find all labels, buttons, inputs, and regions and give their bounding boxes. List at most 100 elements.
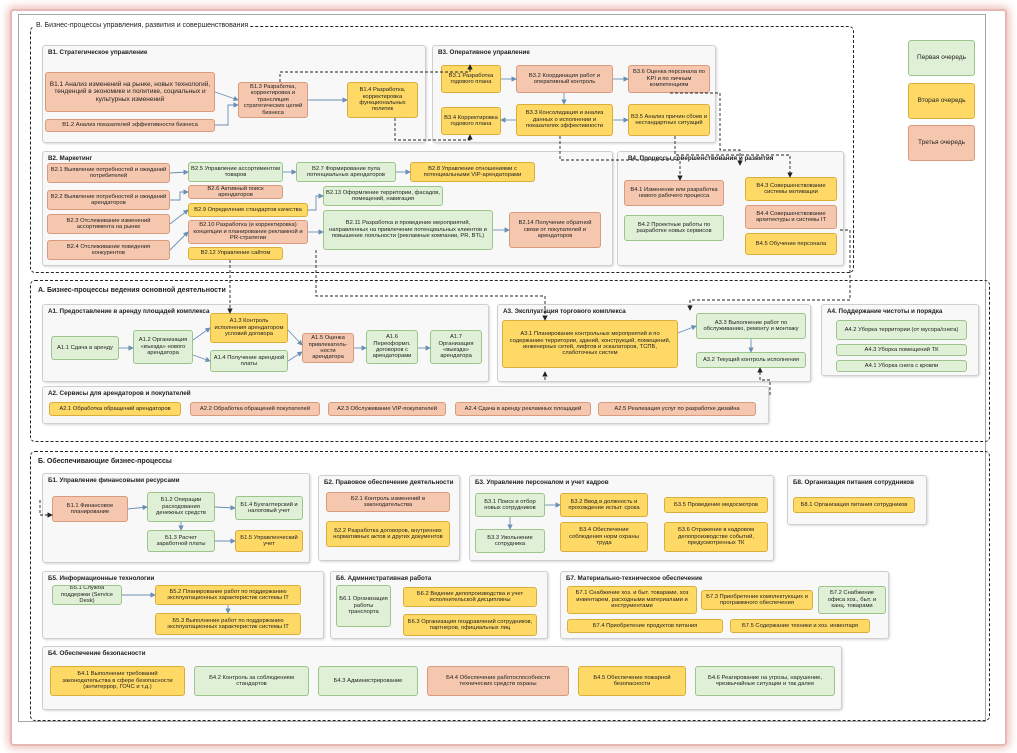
box-a2-5: А2.5 Реализация услуг по разработке диза… (598, 402, 756, 416)
box-b7-1: Б7.1 Снабжение хоз. и быт. товарами, хоз… (567, 586, 697, 614)
section-b (30, 451, 990, 721)
box-b1-1: Б1.1 Финансовое планирование (52, 496, 128, 522)
box-a1-3: А1.3 Контроль исполнения арендатором усл… (210, 313, 288, 343)
box-v2-4: В2.4 Отслеживание поведения конкурентов (47, 240, 170, 260)
box-v3-3: В3.3 Консолидация и анализ данных о испо… (516, 104, 613, 136)
box-v2-13: В2.13 Оформление территории, фасадов, по… (323, 186, 443, 206)
box-v2-7: В2.7 Формирование пула потенциальных аре… (296, 162, 396, 182)
box-v1-4: В1.4 Разработка, корректировка функциона… (347, 82, 418, 118)
box-b4-2: Б4.2 Контроль за соблюдением стандартов (194, 666, 309, 696)
box-b1-4: Б1.4 Бухгалтерский и налоговый учет (235, 496, 303, 520)
box-v3-4: В3.4 Корректировка годового плана (441, 107, 501, 135)
group-v2-title: В2. Маркетинг (48, 155, 93, 162)
box-a2-4: А2.4 Сдача в аренду рекламных площадей (455, 402, 591, 416)
box-v2-3: В2.3 Отслеживание изменений ассортимента… (47, 214, 170, 234)
box-b2-1: Б2.1 Контроль изменений в законодательст… (326, 492, 450, 512)
box-v2-14: В2.14 Получение обратной связи от покупа… (509, 212, 601, 248)
box-v2-10: В2.10 Разработка (и корректировка) конце… (188, 220, 308, 244)
box-b7-4: Б7.4 Приобретение продуктов питания (567, 619, 723, 633)
box-v1-3: В1.3 Разработка, корректировка и трансля… (238, 82, 308, 118)
group-b6-title: Б6. Административная работа (336, 575, 432, 582)
group-b4-title: Б4. Обеспечение безопасности (48, 650, 146, 657)
group-v3-title: В3. Оперативное управление (438, 49, 530, 56)
legend-first-priority: Первая очередь (908, 40, 975, 76)
group-a3-title: А3. Эксплуатация торгового комплекса (503, 308, 626, 315)
box-b8-1: Б8.1 Организация питания сотрудников (793, 497, 915, 513)
box-b4-6: Б4.6 Реагирование на угрозы, нарушение, … (695, 666, 835, 696)
box-a2-1: А2.1 Обработка обращений арендаторов (49, 402, 181, 416)
box-v2-12: В2.12 Управление сайтом (188, 247, 283, 260)
box-a3-1: А3.1 Планирование контрольных мероприяти… (502, 320, 678, 368)
box-v4-2: В4.2 Проектные работы по разработке новы… (624, 215, 724, 241)
box-v3-6: В3.6 Оценка персонала по KPI и по личным… (628, 65, 710, 93)
box-b7-3: Б7.3 Приобретение комплектующих и програ… (701, 590, 813, 610)
box-a1-1: А1.1 Сдача в аренду (51, 336, 119, 360)
box-b4-3: Б4.3 Администрирование (318, 666, 418, 696)
group-a1-title: А1. Предоставление в аренду площадей ком… (48, 308, 210, 315)
box-b3-2: Б3.2 Ввод в должность и прохождение испы… (560, 493, 648, 517)
group-a2-title: А2. Сервисы для арендаторов и покупателе… (48, 390, 191, 397)
box-b1-2: Б1.2 Операции расходования денежных сред… (147, 492, 215, 522)
group-b8-title: Б8. Организация питания сотрудников (793, 479, 914, 486)
box-b3-5: Б3.5 Проведение медосмотров (664, 497, 768, 513)
box-b2-2: Б2.2 Разработка договоров, внутренних но… (326, 521, 450, 547)
box-b4-1: Б4.1 Выполнение требований законодательс… (50, 666, 185, 696)
box-a2-2: А2.2 Обработка обращений покупателей (190, 402, 320, 416)
box-b5-1: Б5.1 Служба поддержки (Service Desk) (52, 585, 122, 605)
box-v1-2: В1.2 Анализ показателей эффективности би… (45, 119, 215, 132)
box-b3-4: Б3.4 Обеспечение соблюдения норм охраны … (560, 522, 648, 552)
group-b1-title: Б1. Управление финансовыми ресурсами (48, 477, 180, 484)
box-v2-5: В2.5 Управление ассортиментом товаров (188, 162, 283, 182)
box-b5-3: Б5.3 Выполнение работ по поддержанию экс… (155, 613, 301, 635)
box-b1-5: Б1.5 Управленческий учет (235, 530, 303, 552)
box-b3-6: Б3.6 Отражение в кадровом делопроизводст… (664, 522, 768, 552)
box-v4-3: В4.3 Совершенствование системы мотивации (745, 177, 837, 201)
box-v4-1: В4.1 Изменение или разработка нового раб… (624, 180, 724, 206)
box-a4-2: А4.2 Уборка территории (от мусора/снега) (836, 320, 967, 340)
box-b6-3: Б6.3 Организация поздравлений сотруднико… (403, 614, 537, 636)
box-v2-8: В2.8 Управление отношениями с потенциаль… (410, 162, 535, 182)
box-a2-3: А2.3 Обслуживание VIP-покупателей (328, 402, 446, 416)
box-v1-1: В1.1 Анализ изменений на рынке, новых те… (45, 72, 215, 112)
box-b1-3: Б1.3 Расчет заработной платы (147, 530, 215, 552)
legend-third-priority: Третья очередь (908, 125, 975, 161)
box-a3-3: А3.3 Выполнение работ по обслуживанию, р… (696, 313, 806, 339)
box-a1-6: А1.6 Переоформл. договоров с арендаторам… (366, 330, 418, 364)
box-a1-7: А1.7 Организация «выезда» арендатора (430, 330, 482, 364)
group-v4-title: В4. Процессы совершенствования и развити… (628, 155, 774, 162)
group-b2: Б2. Правовое обеспечение деятельности (318, 475, 460, 561)
box-a1-4: А1.4 Получение арендной платы (210, 350, 288, 372)
box-a3-2: А3.2 Текущий контроль исполнения (696, 352, 806, 368)
box-a4-1: А4.1 Уборка снега с кровли (836, 360, 967, 372)
box-v2-6: В2.6 Активный поиск арендаторов (188, 185, 283, 199)
section-b-title: Б. Обеспечивающие бизнес-процессы (38, 458, 172, 465)
legend-second-priority: Вторая очередь (908, 83, 975, 119)
box-v2-11: В2.11 Разработка и проведение мероприяти… (323, 210, 493, 250)
group-v1-title: В1. Стратегическое управление (48, 49, 148, 56)
box-b6-2: Б6.2 Ведение делопроизводства и учет исп… (403, 587, 537, 607)
box-v4-5: В4.5 Обучение персонала (745, 233, 837, 255)
box-b3-1: Б3.1 Поиск и отбор новых сотрудников (475, 493, 545, 517)
box-v3-2: В3.2 Координация работ и оперативный кон… (516, 65, 613, 93)
box-b7-5: Б7.5 Содержание техники и хоз. инвентаря (730, 619, 870, 633)
group-b7-title: Б7. Материально-техническое обеспечение (566, 575, 703, 582)
section-a-title: А. Бизнес-процессы ведения основной деят… (38, 287, 226, 294)
box-b3-3: Б3.3 Увольнение сотрудника (475, 529, 545, 553)
box-b6-1: Б6.1 Организация работы транспорта (336, 585, 391, 627)
group-b5-title: Б5. Информационные технологии (48, 575, 155, 582)
box-v2-1: В2.1 Выявление потребностей и ожиданий п… (47, 163, 170, 183)
group-b2-title: Б2. Правовое обеспечение деятельности (324, 479, 454, 486)
box-v2-2: В2.2 Выявление потребностей и ожиданий а… (47, 190, 170, 210)
section-v-title: В. Бизнес-процессы управления, развития … (34, 22, 251, 29)
group-a4-title: А4. Поддержание чистоты и порядка (827, 308, 943, 315)
box-b5-2: Б5.2 Планирование работ по поддержанию э… (155, 585, 301, 605)
box-b7-2: Б7.2 Снабжение офиса хоз., быт. и канц. … (818, 586, 886, 614)
box-b4-4: Б4.4 Обеспечение работоспособности техни… (427, 666, 569, 696)
box-v3-5: В3.5 Анализ причин сбоев и нестандартных… (628, 104, 710, 136)
box-b4-5: Б4.5 Обеспечение пожарной безопасности (578, 666, 686, 696)
box-v3-1: В3.1 Разработка годового плана (441, 65, 501, 93)
box-a1-2: А1.2 Организация «въезда» нового арендат… (133, 330, 193, 364)
box-v2-9: В2.9 Определение стандартов качества (188, 203, 308, 217)
box-a1-5: А1.5 Оценка привлекатель-ности арендатор… (302, 333, 354, 363)
group-b3-title: Б3. Управление персоналом и учет кадров (475, 479, 609, 486)
